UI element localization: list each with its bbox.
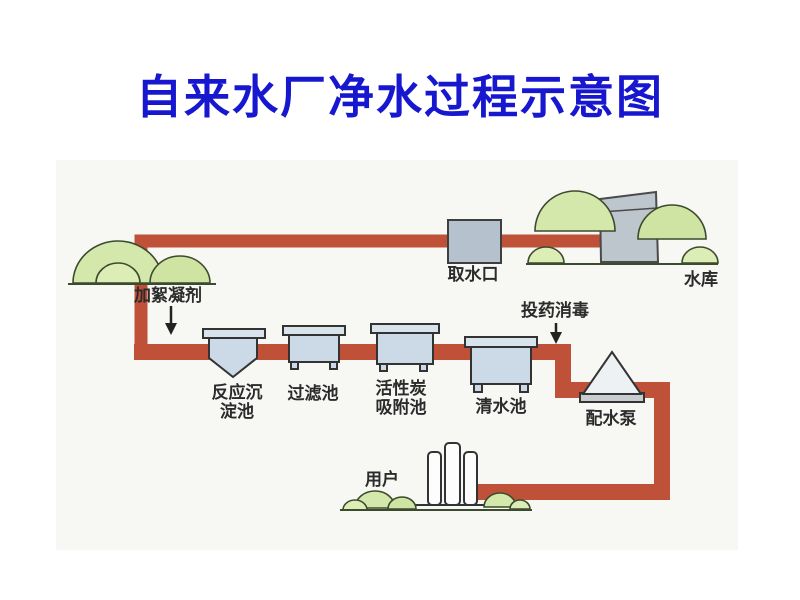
left-trees-icon bbox=[68, 240, 216, 285]
clearwater-label: 清水池 bbox=[475, 397, 527, 416]
page-title: 自来水厂净水过程示意图 bbox=[136, 71, 664, 123]
flocculant-arrow-icon bbox=[165, 306, 177, 335]
dosing-arrow-icon bbox=[550, 323, 562, 344]
filtration-tank bbox=[282, 325, 346, 370]
clearwater-tank bbox=[464, 336, 538, 393]
carbon-label-line1: 活性炭 bbox=[375, 379, 427, 398]
user-bushes-icon bbox=[340, 490, 532, 511]
user-buildings-icon bbox=[415, 442, 495, 506]
dosing-label: 投药消毒 bbox=[521, 301, 589, 320]
sedimentation-label: 反应沉 淀池 bbox=[196, 383, 278, 421]
pump-icon bbox=[579, 350, 645, 403]
sedimentation-label-line1: 反应沉 bbox=[211, 383, 263, 402]
carbon-label-line2: 吸附池 bbox=[375, 398, 427, 417]
users-label: 用户 bbox=[365, 470, 399, 489]
intake-label: 取水口 bbox=[447, 265, 499, 284]
sedimentation-label-line2: 淀池 bbox=[220, 402, 254, 421]
carbon-label: 活性炭 吸附池 bbox=[361, 379, 441, 417]
carbon-tank bbox=[370, 323, 440, 372]
sedimentation-tank bbox=[202, 328, 266, 379]
reservoir-trees-icon bbox=[526, 190, 719, 265]
intake-box bbox=[447, 219, 502, 264]
reservoir-group bbox=[526, 190, 719, 265]
flocculant-label: 加絮凝剂 bbox=[134, 286, 202, 305]
pump-label: 配水泵 bbox=[585, 409, 637, 428]
filtration-label: 过滤池 bbox=[287, 384, 339, 403]
reservoir-label: 水库 bbox=[684, 270, 718, 289]
